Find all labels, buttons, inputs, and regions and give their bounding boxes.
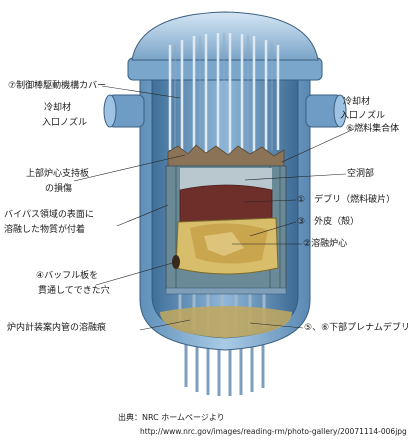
label-coolant-left-1: 冷却材 <box>44 103 72 113</box>
label-coolant-left-2: 入口ノズル <box>42 118 88 128</box>
upper-support-damage <box>167 144 285 171</box>
source-line-2: http://www.nrc.gov/images/reading-rm/pho… <box>140 427 407 436</box>
label-baffle-1: ④バッフル板を <box>36 271 99 281</box>
label-coolant-right-1: 冷却材 <box>343 97 371 107</box>
label-bypass-1: バイパス領域の表面に <box>4 210 94 220</box>
vessel-flange <box>127 57 323 81</box>
label-upper-support-1: 上部炉心支持板 <box>26 169 90 179</box>
label-crust: ③ 外皮（殻） <box>297 217 360 227</box>
label-debris: ① デブリ（燃料破片） <box>297 195 396 205</box>
source-line-1: 出典：NRC ホームページより <box>118 413 225 422</box>
label-coolant-right-2: 入口ノズル <box>340 111 386 121</box>
label-bypass-2: 溶融した物質が付着 <box>4 225 86 235</box>
label-cavity: 空洞部 <box>347 169 375 179</box>
label-molten-core: ②溶融炉心 <box>303 239 348 249</box>
label-fuel-assembly: ⑥燃料集合体 <box>346 124 400 134</box>
label-baffle-2: 貫通してできた穴 <box>38 286 110 296</box>
debris-bed <box>179 184 273 223</box>
vessel-head <box>131 11 319 61</box>
label-ctrl-rod-cover: ⑦制御棒駆動機構カバー <box>8 81 107 91</box>
lower-plenum-debris <box>160 306 292 338</box>
label-upper-support-2: の損傷 <box>45 184 73 194</box>
label-lower-plenum: ⑤、⑥下部プレナムデブリ <box>304 323 410 333</box>
inlet-nozzle-right <box>305 94 347 128</box>
leader-lines <box>73 85 355 331</box>
control-rod-guides <box>168 33 280 156</box>
label-incore-tube: 炉内計装案内管の溶融痕 <box>7 323 107 333</box>
inlet-nozzle-left <box>103 94 145 128</box>
